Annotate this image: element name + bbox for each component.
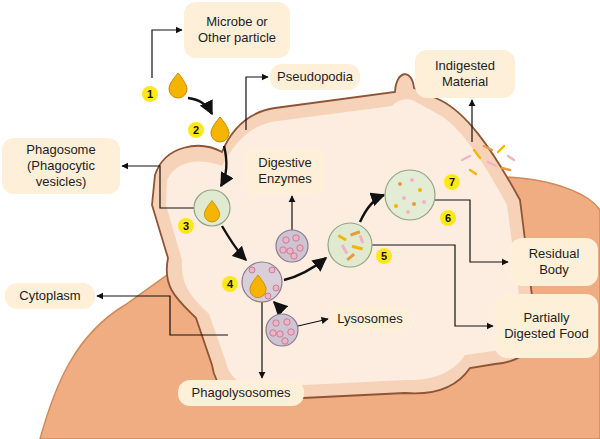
callout-number: 1 <box>142 86 158 102</box>
waste-fragment <box>502 168 510 170</box>
waste-fragment <box>474 150 480 158</box>
enzyme-dot <box>282 338 288 344</box>
enzyme-dot <box>249 267 255 273</box>
microbe-particle <box>250 275 266 298</box>
label-box: Partially Digested Food <box>495 294 598 358</box>
enzyme-dot <box>293 235 299 241</box>
label-text: Cytoplasm <box>19 288 80 304</box>
enzyme-dot <box>270 330 276 336</box>
phagocyte-membrane <box>152 74 535 400</box>
callout-number: 2 <box>188 122 204 138</box>
lysosome-vesicle <box>266 314 298 346</box>
residue-dot <box>422 200 426 204</box>
waste-fragment <box>470 170 476 174</box>
waste-fragment <box>508 156 514 160</box>
enzyme-dot <box>288 329 294 335</box>
callout-number: 3 <box>178 218 194 234</box>
waste-fragment <box>484 146 492 150</box>
waste-fragment <box>462 156 470 160</box>
label-text: Phagolysosomes <box>192 385 291 401</box>
enzyme-dot <box>265 293 271 299</box>
enzyme-dot <box>273 320 279 326</box>
enzyme-dot <box>273 285 279 291</box>
process-arrow <box>221 146 226 186</box>
residue-dot <box>406 210 410 214</box>
label-box: Phagolysosomes <box>178 380 304 406</box>
leader-line <box>97 296 228 335</box>
food-fragment <box>350 230 360 236</box>
phagosome-vesicle <box>194 190 230 226</box>
label-text: Digestive Enzymes <box>250 155 320 187</box>
food-fragment <box>346 253 355 261</box>
label-box: Microbe or Other particle <box>184 2 290 58</box>
phagocyte-cytoplasm <box>166 99 522 387</box>
enzyme-dot <box>297 245 303 251</box>
food-fragment <box>352 245 363 251</box>
callout-number: 4 <box>222 276 238 292</box>
microbe-particle <box>169 73 187 98</box>
leader-line <box>261 302 262 378</box>
label-box: Cytoplasm <box>5 283 95 309</box>
leader-line <box>152 30 182 78</box>
label-text: Partially Digested Food <box>500 310 593 342</box>
process-arrow <box>222 226 246 260</box>
leader-line <box>291 196 292 230</box>
label-text: Phagosome (Phagocytic vesicles) <box>7 142 115 190</box>
leader-line <box>298 319 328 326</box>
food-fragment <box>338 234 347 241</box>
waste-fragment <box>488 162 496 166</box>
label-box: Pseudopodia <box>270 64 360 90</box>
label-box: Residual Body <box>510 238 598 286</box>
residue-dot <box>394 204 398 208</box>
residual-body-vesicle <box>385 170 435 220</box>
process-arrow <box>274 302 281 313</box>
waste-fragment <box>498 146 504 152</box>
residue-dot <box>418 188 422 192</box>
residue-dot <box>398 182 402 186</box>
lysosome-vesicle <box>276 230 308 262</box>
process-arrow <box>360 195 384 222</box>
residue-dot <box>402 196 406 200</box>
enzyme-dot <box>277 331 283 337</box>
leader-line <box>122 166 194 208</box>
enzyme-dot <box>269 267 275 273</box>
leader-line <box>471 100 472 142</box>
enzyme-dot <box>283 237 289 243</box>
microbe-particle <box>204 201 219 222</box>
residue-dot <box>412 202 416 206</box>
label-box: Phagosome (Phagocytic vesicles) <box>2 138 120 194</box>
phagolysosome-vesicle <box>242 262 282 302</box>
process-arrow <box>188 98 212 114</box>
enzyme-dot <box>291 253 297 259</box>
label-text: Microbe or Other particle <box>189 14 285 46</box>
leader-line <box>435 200 508 262</box>
label-box: Indigested Material <box>415 50 515 98</box>
enzyme-dot <box>284 319 290 325</box>
leader-line <box>246 77 268 130</box>
callout-number: 6 <box>440 210 456 226</box>
label-box: Lysosomes <box>330 306 410 332</box>
microbe-particle <box>211 117 229 142</box>
enzyme-dot <box>280 247 286 253</box>
callout-number: 7 <box>444 174 460 190</box>
label-text: Lysosomes <box>337 311 402 327</box>
food-fragment <box>341 244 349 254</box>
label-text: Residual Body <box>515 246 593 278</box>
label-text: Indigested Material <box>420 58 510 90</box>
food-fragment <box>359 235 365 244</box>
residue-dot <box>410 178 414 182</box>
digestion-vesicle <box>328 223 372 267</box>
callout-number: 5 <box>376 248 392 264</box>
label-text: Pseudopodia <box>277 69 353 85</box>
label-box: Digestive Enzymes <box>245 148 325 194</box>
